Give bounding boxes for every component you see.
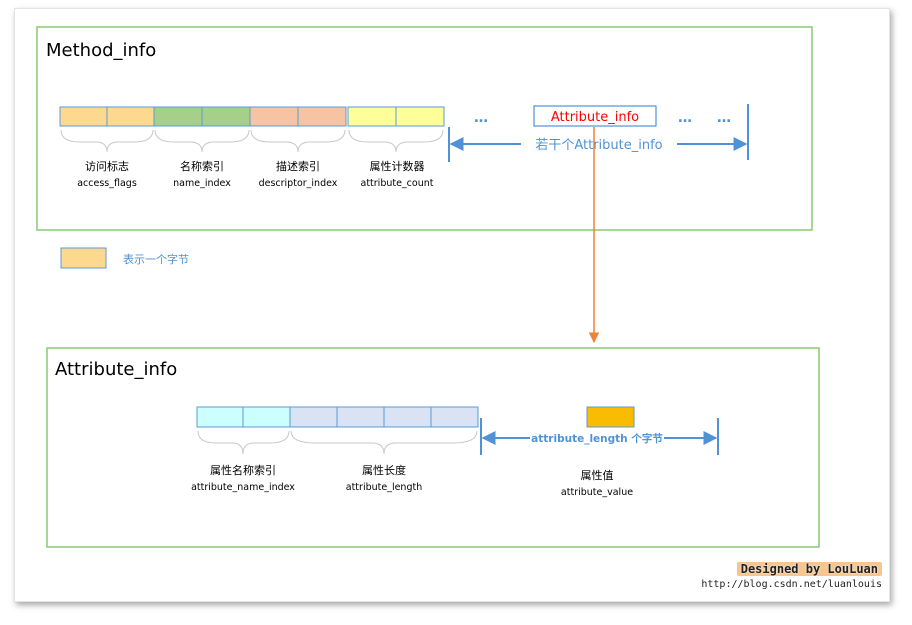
byte-cell (336, 406, 385, 428)
brace (250, 129, 346, 153)
brace (290, 430, 478, 455)
ellipsis: … (474, 110, 488, 126)
brace (154, 129, 250, 153)
byte-cell (106, 106, 155, 127)
byte-cell (153, 106, 203, 127)
access-flags-field (59, 106, 155, 127)
attribute-info-title: Attribute_info (55, 359, 177, 380)
attribute-value-cell (586, 406, 635, 428)
field-label-en: attribute_value (561, 487, 633, 498)
byte-cell (201, 106, 251, 127)
field-label-en: descriptor_index (259, 178, 338, 189)
byte-cell (297, 106, 347, 127)
field-label-en: access_flags (77, 178, 137, 189)
attribute-info-item (533, 105, 657, 127)
field-label-cn: 属性名称索引 (210, 463, 276, 477)
byte-cell (395, 106, 445, 127)
field-label-en: attribute_name_index (191, 482, 295, 493)
byte-cell (383, 406, 432, 428)
brace (60, 129, 154, 153)
field-label-en: attribute_length (346, 482, 422, 493)
range-label: 若干个Attribute_info (535, 137, 662, 153)
credit-block: Designed by LouLuan http://blog.csdn.net… (701, 558, 882, 590)
method-info-title: Method_info (46, 40, 156, 61)
field-label-cn: 属性计数器 (370, 159, 425, 173)
byte-cell (289, 406, 338, 428)
value-range-label: attribute_length 个字节 (531, 432, 663, 445)
brace (197, 430, 290, 455)
field-label-cn: 访问标志 (85, 159, 129, 173)
blog-url: http://blog.csdn.net/luanlouis (701, 579, 882, 590)
attribute-name-index-field (196, 406, 291, 428)
designed-by-label: Designed by LouLuan (736, 562, 882, 576)
byte-cell (242, 406, 291, 428)
byte-cell (249, 106, 299, 127)
attribute-length-field (289, 406, 479, 428)
ellipsis: … (717, 110, 731, 126)
method-info-box (36, 26, 813, 231)
field-label-cn: 名称索引 (180, 159, 224, 173)
field-label-cn: 属性长度 (362, 463, 406, 477)
legend-text: 表示一个字节 (123, 252, 189, 266)
value-range-label-bg (530, 430, 664, 446)
name-index-field (153, 106, 251, 127)
byte-cell (59, 106, 108, 127)
attribute-info-item-label: Attribute_info (551, 110, 639, 125)
field-label-cn: 属性值 (581, 468, 614, 482)
brace (348, 129, 444, 153)
ellipsis: … (678, 110, 692, 126)
attribute-info-box (46, 347, 820, 548)
byte-cell (196, 406, 244, 428)
field-label-en: attribute_count (361, 178, 434, 189)
byte-cell (347, 106, 397, 127)
attribute-count-field (347, 106, 445, 127)
field-label-cn: 描述索引 (276, 159, 320, 173)
byte-cell (430, 406, 479, 428)
descriptor-index-field (249, 106, 347, 127)
field-label-en: name_index (173, 178, 231, 189)
legend-swatch (60, 247, 107, 269)
range-label-bg (521, 135, 677, 153)
